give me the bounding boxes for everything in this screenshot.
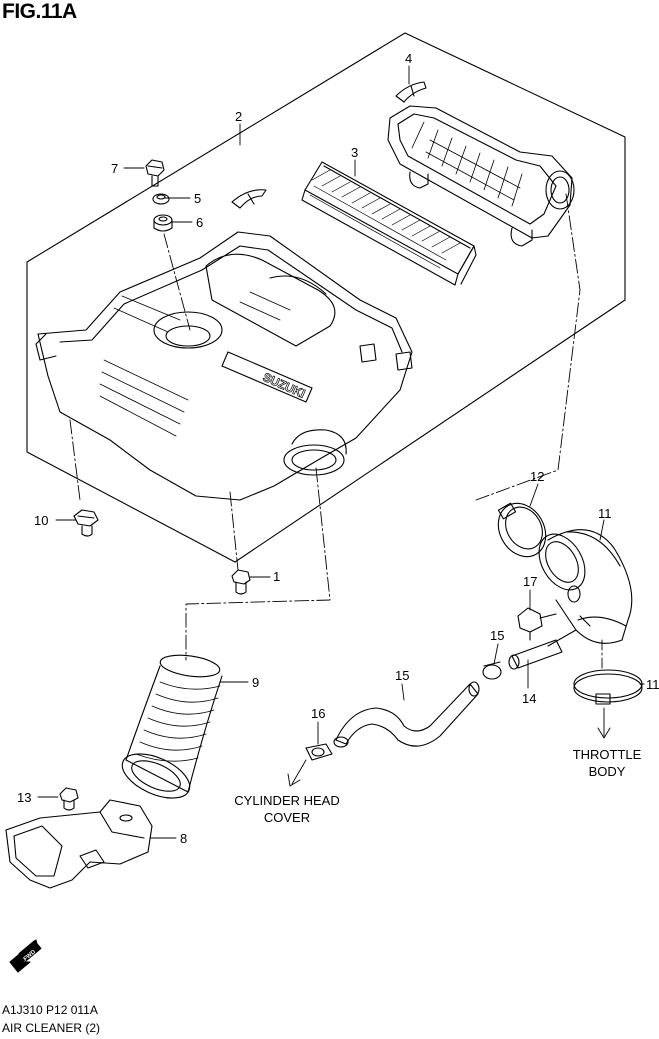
- assembly-boundary-lines: [26, 32, 626, 563]
- callout-5: 5: [194, 191, 201, 206]
- part-2-air-cleaner-lower-case[interactable]: [35, 231, 413, 501]
- part-4-clip[interactable]: [395, 81, 427, 103]
- part-16-clip[interactable]: [305, 743, 333, 761]
- part-6-bushing[interactable]: [153, 214, 173, 232]
- part-3-filter-element[interactable]: [301, 161, 477, 286]
- figure-title: FIG.11A: [2, 0, 77, 23]
- part-5-grommet[interactable]: [152, 193, 170, 205]
- callout-8: 8: [180, 831, 187, 846]
- callout-15-hose: 15: [395, 668, 409, 683]
- callout-3: 3: [351, 145, 358, 160]
- part-15-breather-hose[interactable]: [333, 681, 480, 748]
- part-1-bolt[interactable]: [231, 569, 251, 595]
- callout-9: 9: [252, 675, 259, 690]
- callout-17: 17: [523, 574, 537, 589]
- callout-2: 2: [235, 109, 242, 124]
- cylinder-head-cover-label-line1: CYLINDER HEAD: [234, 793, 339, 808]
- throttle-body-label-line2: BODY: [589, 764, 626, 779]
- callout-10: 10: [34, 513, 48, 528]
- callout-6: 6: [196, 215, 203, 230]
- part-10-bolt[interactable]: [73, 509, 99, 537]
- callout-16: 16: [311, 706, 325, 721]
- figure-name: AIR CLEANER (2): [2, 1021, 101, 1035]
- part-11-outlet-hose[interactable]: [530, 526, 633, 644]
- part-14-pipe[interactable]: [508, 629, 577, 670]
- callout-14: 14: [522, 691, 536, 706]
- cylinder-head-cover-label-line2: COVER: [264, 810, 310, 825]
- part-7-bolt[interactable]: [145, 159, 165, 187]
- part-15-clamp[interactable]: [482, 661, 502, 680]
- air-cleaner-upper-case[interactable]: [387, 105, 575, 247]
- part-9-intake-hose[interactable]: [116, 652, 223, 807]
- callout-4: 4: [405, 51, 412, 66]
- part-8-intake-duct[interactable]: [5, 799, 153, 889]
- callout-12: 12: [530, 469, 544, 484]
- leader-lines: [37, 65, 645, 839]
- throttle-body-label-line1: THROTTLE: [573, 747, 642, 762]
- callout-13: 13: [17, 790, 31, 805]
- part-17-valve[interactable]: [517, 607, 557, 641]
- callout-15-clamp: 15: [490, 628, 504, 643]
- brand-emblem: SUZUKI: [261, 370, 308, 401]
- callout-11-bottom: 11: [646, 677, 659, 692]
- callout-11-top: 11: [598, 506, 612, 521]
- part-11-hose-clamp[interactable]: [573, 669, 643, 705]
- part-13-bolt[interactable]: [59, 787, 79, 811]
- forward-arrow-icon: [9, 939, 42, 973]
- callout-1: 1: [273, 569, 280, 584]
- bracket-clip[interactable]: [231, 189, 267, 209]
- callout-7: 7: [111, 161, 118, 176]
- figure-code: A1J310 P12 011A: [2, 1003, 98, 1017]
- part-12-hose-clamp[interactable]: [489, 495, 555, 565]
